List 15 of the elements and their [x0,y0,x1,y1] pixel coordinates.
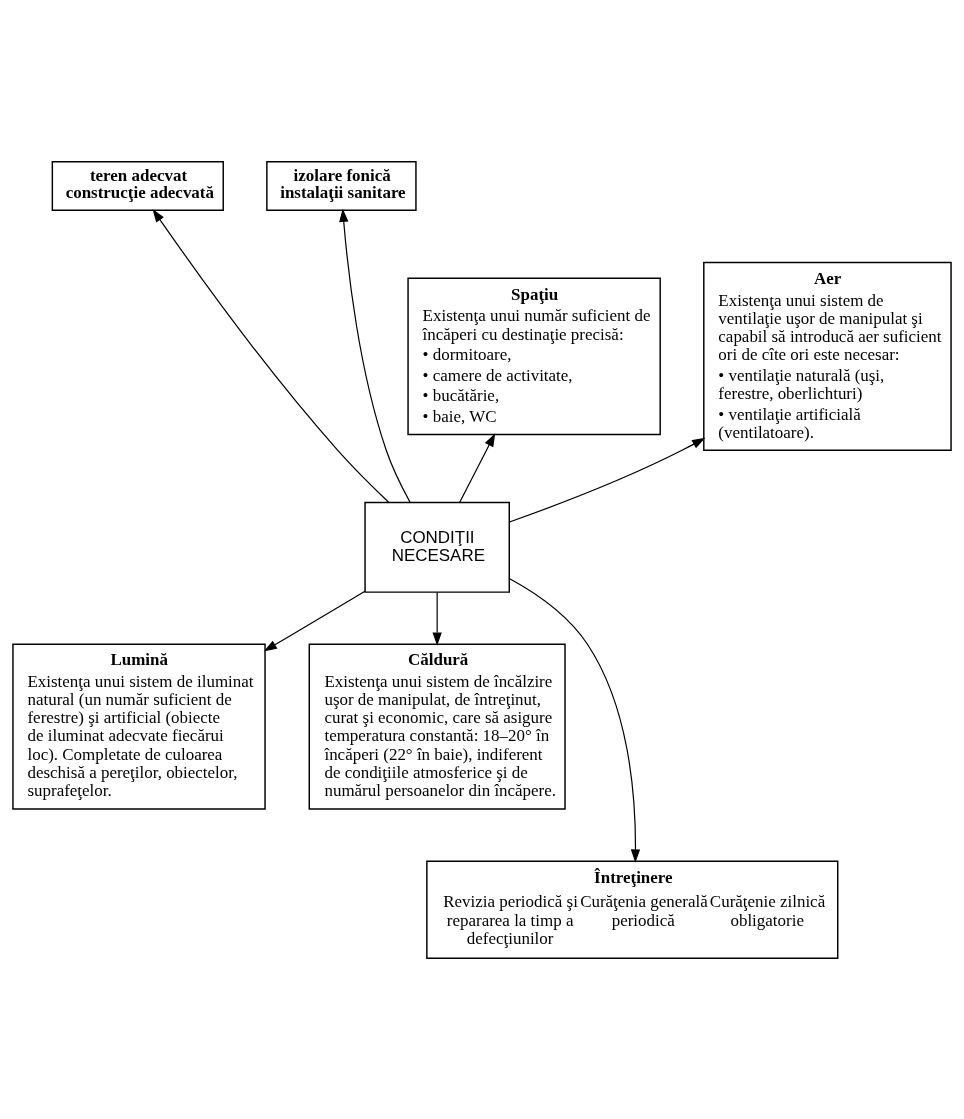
arrow [339,208,411,503]
node-box: teren adecvat construcţie adecvată [51,160,224,211]
arrow [508,577,641,863]
node-box: Întreţinere Revizia periodică şi repararea la timp a defecţiunilor Curăţenia generală periodică Curăţenie zilnică obligatorie [426,859,839,959]
arrow [432,591,442,646]
arrow [459,432,496,503]
arrow [263,590,366,651]
arrow [152,208,390,503]
node-box: izolare fonică instalaţii sanitare [266,160,417,211]
node-box: Lumină Existenţa unui sistem de iluminat natural (un număr suficient de ferestre) şi artificial (obiecte de iluminat adecvate fiecărui loc). Completate de culoarea deschisă a pereţilor, obiectelor, suprafeţelor. [12,643,266,810]
arrow [508,437,706,523]
node-box: CONDIŢII NECESARE [364,501,510,593]
node-box: Căldură Existenţa unui sistem de încălzire uşor de manipulat, de întreţinut, curat şi economic, care să asigure temperatura constantă: 18–20° în încăperi (22° în baie), indiferent de condiţiile atmosferice şi de numărul persoanelor din încăpere. [308,643,566,810]
node-box: Aer Existenţa unui sistem de ventilaţie uşor de manipulat şi capabil să introducă aer suficient ori de cîte ori este necesar: • ventilaţie naturală (uşi, ferestre, oberlichturi) • ventilaţie artificială (ventilatoare). [703,261,952,451]
node-box: Spaţiu Existenţa unui număr suficient de încăperi cu destinaţie precisă: • dormitoare, • camere de activitate, • bucătărie, • baie, WC [407,276,661,435]
